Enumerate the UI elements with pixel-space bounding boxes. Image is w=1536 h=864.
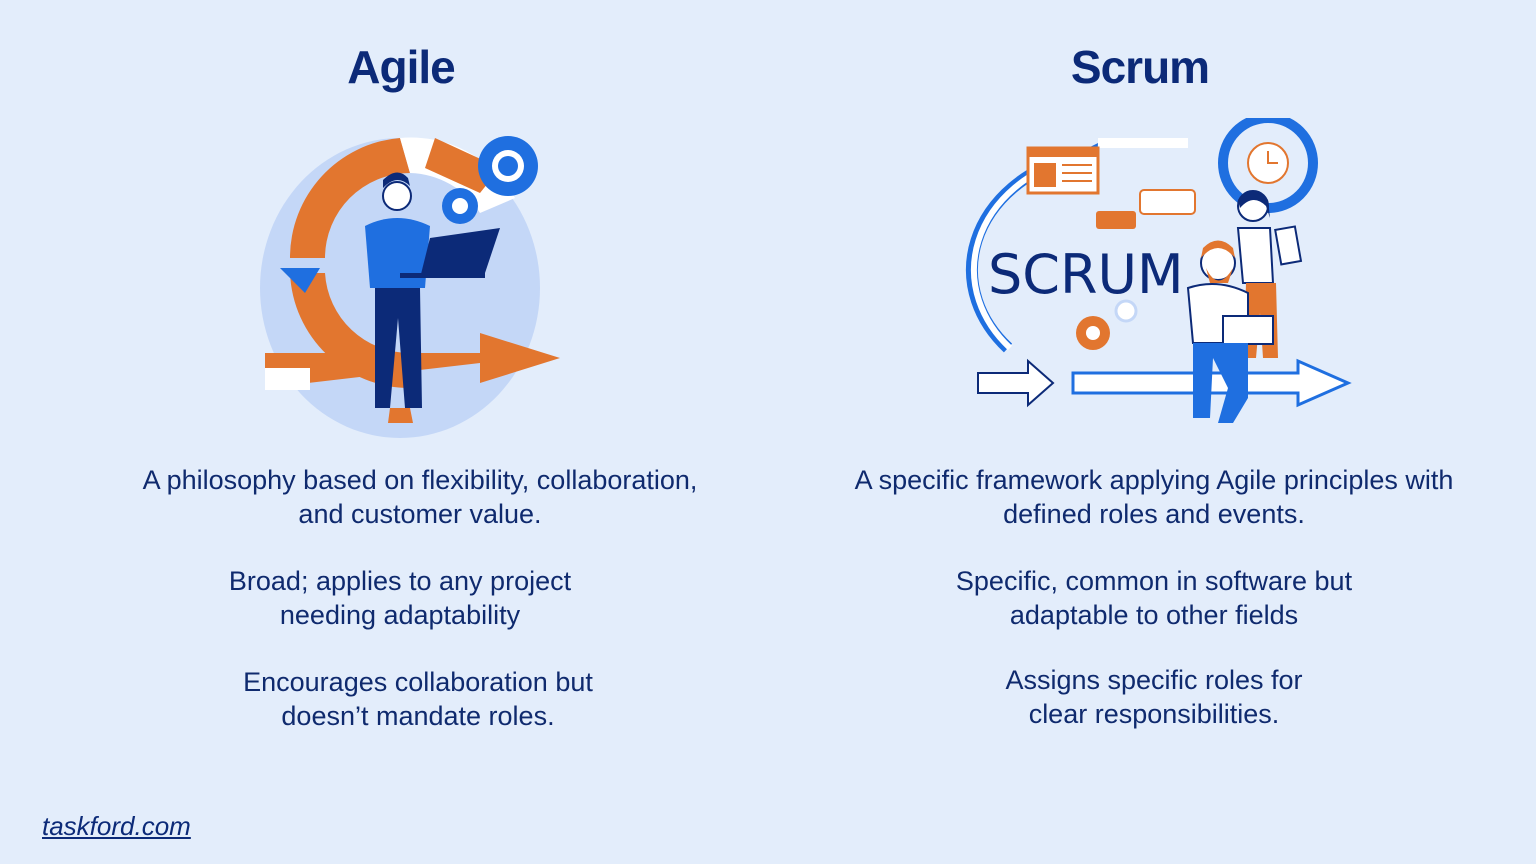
scrum-title: Scrum <box>1070 41 1210 93</box>
scrum-column: Scrum SCRUM <box>768 0 1536 864</box>
agile-title: Agile <box>347 41 455 93</box>
scrum-framework-text: A specific framework applying Agile prin… <box>854 465 1454 529</box>
agile-roles-text: Encourages collaboration but doesn’t man… <box>243 667 593 731</box>
scrum-roles-text: Assigns specific roles for clear respons… <box>1005 665 1303 729</box>
scrum-scope-text: Specific, common in software but adaptab… <box>955 566 1353 630</box>
agile-illustration <box>260 136 560 438</box>
taskford-link[interactable]: taskford.com <box>42 811 191 841</box>
scrum-illustration-label: SCRUM <box>988 243 1184 306</box>
agile-scope-text: Broad; applies to any project needing ad… <box>228 566 572 630</box>
scrum-illustration: SCRUM <box>965 118 1352 423</box>
agile-philosophy-text: A philosophy based on flexibility, colla… <box>142 465 698 529</box>
agile-column: Agile A philosophy based on flexibility,… <box>142 41 698 731</box>
